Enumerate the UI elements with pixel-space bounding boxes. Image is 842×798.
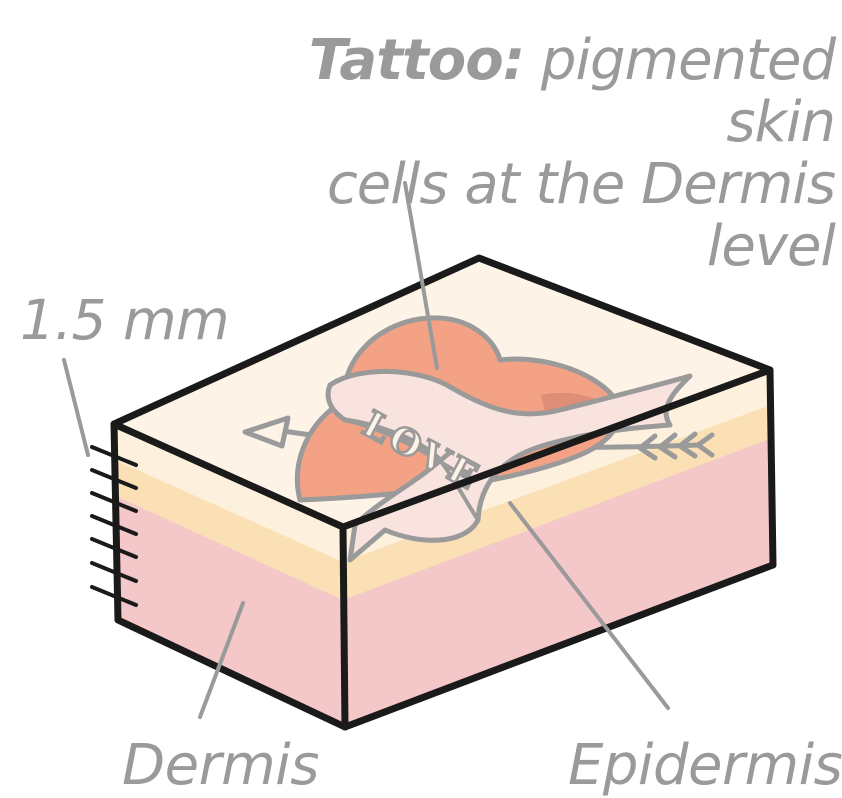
epidermis-label: Epidermis xyxy=(568,738,842,794)
leader-thickness xyxy=(64,360,88,455)
dermis-label: Dermis xyxy=(122,738,319,794)
diagram-title: Tattoo: pigmented skin cells at the Derm… xyxy=(185,30,835,278)
thickness-label: 1.5 mm xyxy=(20,293,229,348)
title-line2: cells at the Dermis level xyxy=(327,152,835,279)
title-bold: Tattoo: xyxy=(309,28,524,93)
title-line1: pigmented skin xyxy=(524,28,835,155)
